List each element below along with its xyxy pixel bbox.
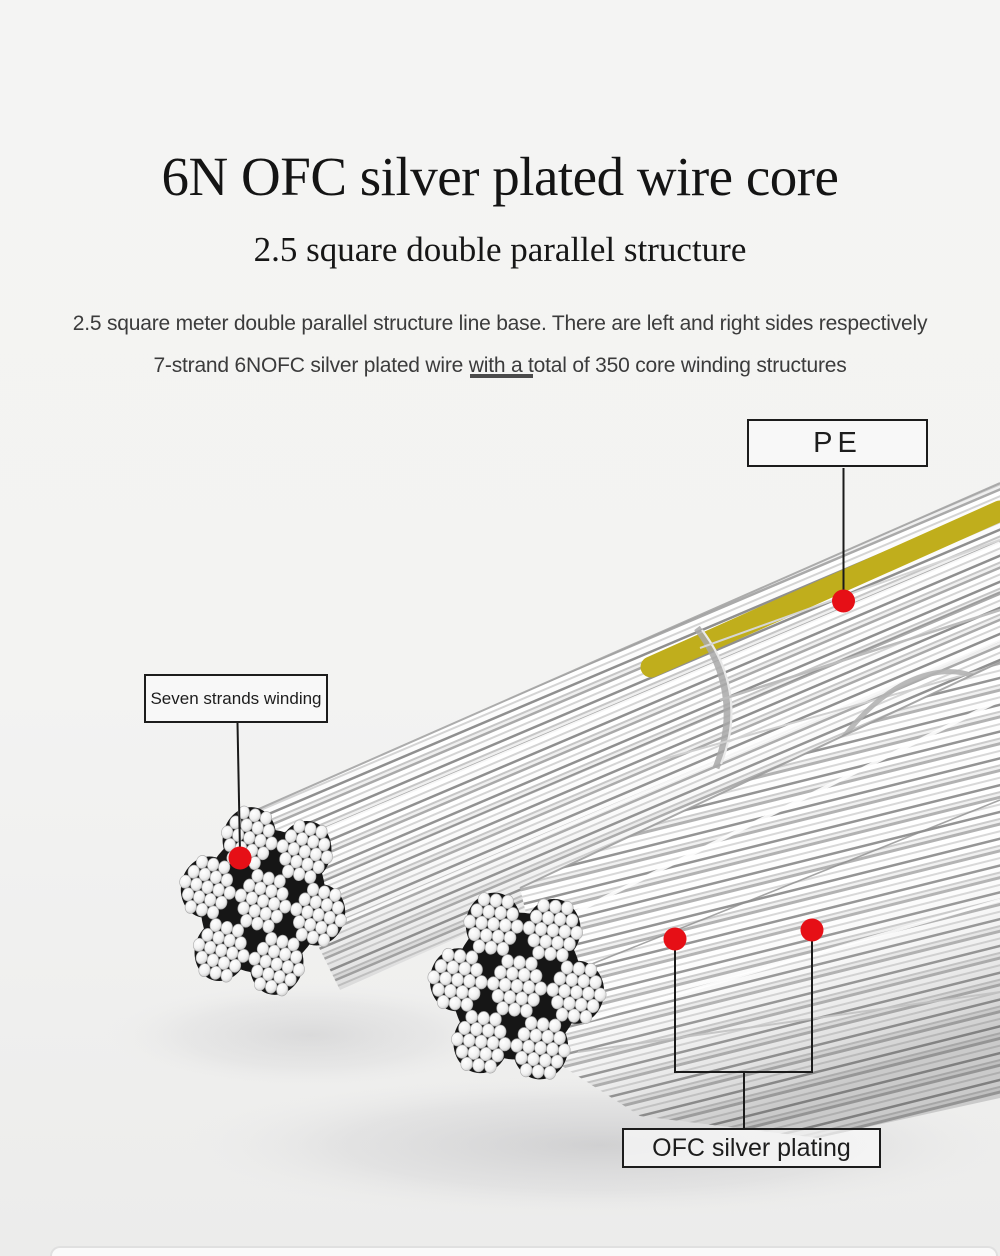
cable-b-body bbox=[519, 661, 1000, 1138]
cable-a-body bbox=[251, 482, 1000, 990]
seven-strands-marker-dot bbox=[228, 846, 252, 870]
callout-seven-strands: Seven strands winding bbox=[144, 674, 328, 723]
ofc-left-marker-dot bbox=[663, 927, 687, 951]
callout-pe: PE bbox=[747, 419, 928, 467]
marker-dots bbox=[228, 589, 855, 951]
callout-lines bbox=[236, 468, 845, 1129]
callout-seven-strands-label: Seven strands winding bbox=[150, 688, 322, 708]
callout-pe-label: PE bbox=[813, 426, 862, 459]
callout-ofc: OFC silver plating bbox=[622, 1128, 881, 1168]
ofc-right-marker-dot bbox=[800, 918, 824, 942]
seven-strands-leader-line bbox=[236, 722, 241, 853]
description-line-2: 7-strand 6NOFC silver plated wire with a… bbox=[153, 354, 847, 377]
callout-ofc-label: OFC silver plating bbox=[652, 1133, 851, 1162]
description-line-1: 2.5 square meter double parallel structu… bbox=[72, 312, 928, 335]
section-divider bbox=[470, 374, 533, 378]
pe-jacket-band bbox=[640, 500, 1000, 678]
pe-marker-dot bbox=[832, 589, 855, 613]
page-subtitle: 2.5 square double parallel structure bbox=[253, 230, 747, 270]
next-section-card-edge bbox=[50, 1246, 998, 1256]
page-title: 6N OFC silver plated wire core bbox=[161, 145, 839, 207]
